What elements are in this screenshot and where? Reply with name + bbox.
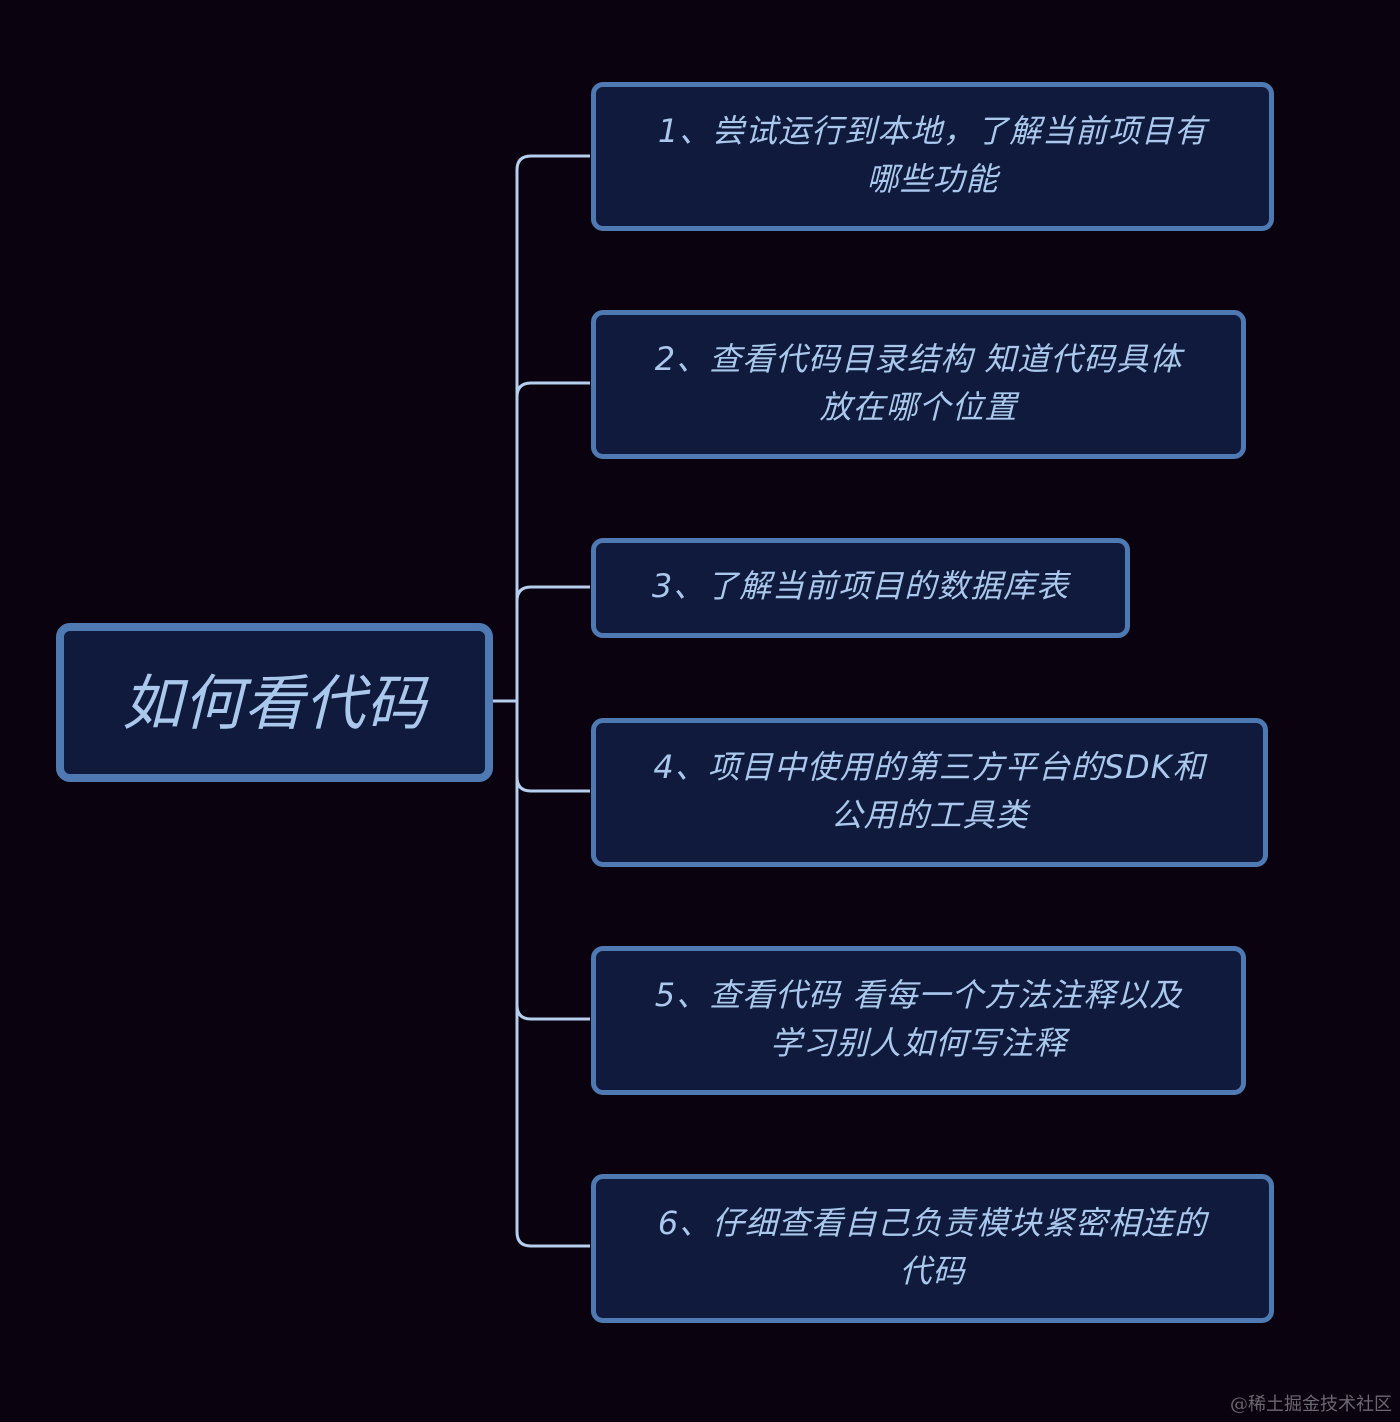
child-node-5[interactable]: 5、查看代码 看每一个方法注释以及 学习别人如何写注释 bbox=[591, 946, 1246, 1095]
connector-branch-1 bbox=[515, 154, 590, 1248]
child-node-6-label: 6、仔细查看自己负责模块紧密相连的 代码 bbox=[657, 1203, 1208, 1290]
child-node-6[interactable]: 6、仔细查看自己负责模块紧密相连的 代码 bbox=[591, 1174, 1274, 1323]
root-node[interactable]: 如何看代码 bbox=[56, 623, 493, 782]
child-node-1-label: 1、尝试运行到本地，了解当前项目有 哪些功能 bbox=[657, 111, 1208, 198]
connector-branch-4 bbox=[515, 776, 590, 793]
watermark: @稀土掘金技术社区 bbox=[1230, 1394, 1392, 1415]
child-node-5-label: 5、查看代码 看每一个方法注释以及 学习别人如何写注释 bbox=[654, 975, 1183, 1062]
child-node-2-label: 2、查看代码目录结构 知道代码具体 放在哪个位置 bbox=[654, 339, 1183, 426]
child-node-1[interactable]: 1、尝试运行到本地，了解当前项目有 哪些功能 bbox=[591, 82, 1274, 231]
connector-branch-3 bbox=[515, 585, 590, 602]
child-node-3-label: 3、了解当前项目的数据库表 bbox=[651, 567, 1070, 605]
root-node-label: 如何看代码 bbox=[122, 669, 427, 739]
child-node-3[interactable]: 3、了解当前项目的数据库表 bbox=[591, 538, 1130, 638]
child-node-4[interactable]: 4、项目中使用的第三方平台的SDK和 公用的工具类 bbox=[591, 718, 1268, 867]
connector-branch-5 bbox=[515, 1004, 590, 1021]
connector-branch-2 bbox=[515, 381, 590, 398]
child-node-2[interactable]: 2、查看代码目录结构 知道代码具体 放在哪个位置 bbox=[591, 310, 1246, 459]
child-node-4-label: 4、项目中使用的第三方平台的SDK和 公用的工具类 bbox=[653, 747, 1206, 834]
